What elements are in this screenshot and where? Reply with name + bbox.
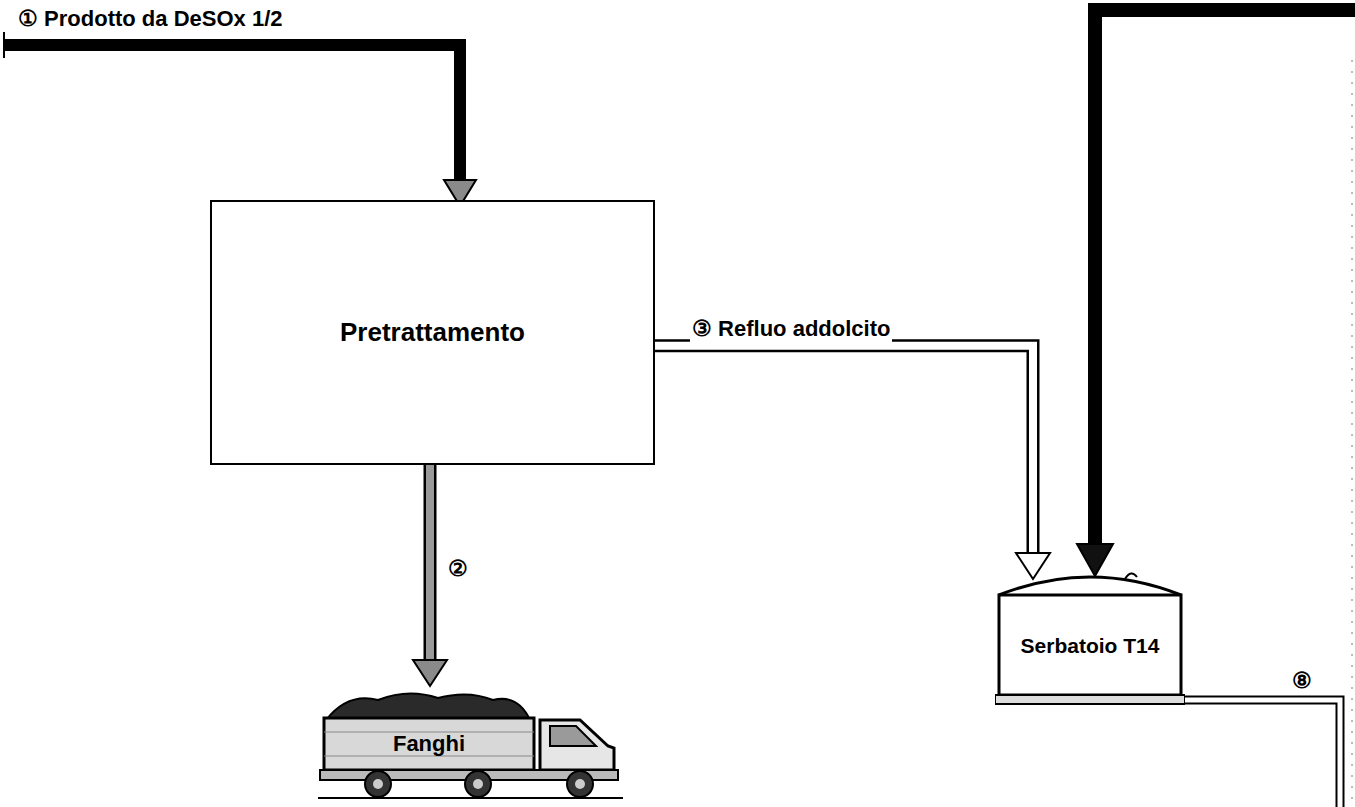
stream-label: ① Prodotto da DeSOx 1/2 <box>16 6 285 32</box>
connector <box>655 346 1050 579</box>
truck-node: Fanghi <box>318 686 623 800</box>
edge-label: ③ Refluo addolcito <box>690 316 892 342</box>
arrow-head <box>1077 544 1113 576</box>
edge-marks <box>1352 60 1353 800</box>
edge-label: ② <box>446 556 470 582</box>
truck-illustration <box>318 686 623 800</box>
line-end <box>3 32 5 58</box>
outlet-line-inner <box>1185 700 1340 807</box>
feed-line <box>4 45 460 186</box>
connector <box>413 465 447 686</box>
node-text: Serbatoio T14 <box>1021 634 1160 657</box>
outlet-line <box>1185 700 1340 807</box>
text-area: Fanghi <box>326 720 532 768</box>
callout-number: ⑧ <box>1290 668 1314 694</box>
node-text: Pretrattamento <box>340 318 525 347</box>
node-text: Fanghi <box>393 732 465 756</box>
feed-line <box>1095 10 1355 548</box>
process-box: Pretrattamento <box>210 200 655 465</box>
tank-node: Serbatoio T14 <box>995 565 1185 707</box>
text-area: Serbatoio T14 <box>1003 599 1177 693</box>
